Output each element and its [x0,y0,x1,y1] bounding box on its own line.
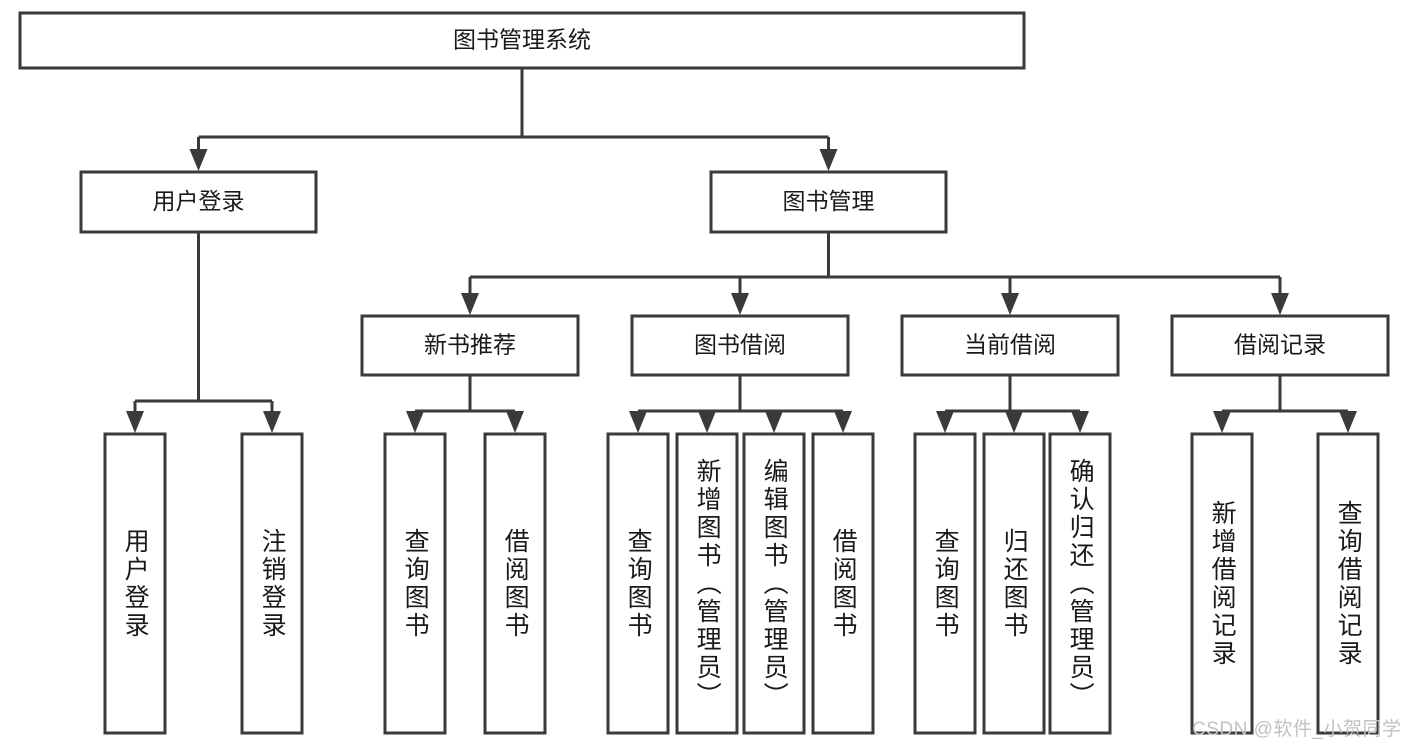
node-box-leaf-query-book-1 [383,432,447,735]
node-box-leaf-user-login [103,432,167,735]
arrow-head-icon-leaf-borrow-book-2 [834,411,852,433]
node-box-root [18,11,1026,70]
node-label-book-borrow: 图书借阅 [694,332,786,358]
arrow-head-icon-leaf-confirm-return [1071,411,1089,433]
node-box-new-book-rec [360,314,580,377]
node-label-new-book-rec: 新书推荐 [424,332,516,358]
node-box-current-borrow [900,314,1120,377]
arrow-head-icon-current-borrow [1001,293,1019,315]
node-box-user-login [79,170,318,234]
node-label-user-login: 用户登录 [153,188,245,214]
node-box-leaf-user-logout [240,432,304,735]
node-box-leaf-add-book [675,432,739,735]
arrow-head-icon-leaf-borrow-book-1 [506,411,524,433]
node-label-book-manage: 图书管理 [783,188,875,214]
node-box-leaf-query-record [1316,432,1380,735]
arrow-head-icon-leaf-edit-book [765,411,783,433]
node-box-leaf-confirm-return [1048,432,1112,735]
arrow-head-icon-leaf-add-book [698,411,716,433]
arrow-head-icon-book-manage [819,149,838,171]
node-box-leaf-edit-book [742,432,806,735]
arrow-head-icon-user-login [189,149,208,171]
node-box-leaf-query-book-2 [606,432,670,735]
node-label-current-borrow: 当前借阅 [964,332,1056,358]
arrow-head-icon-leaf-add-record [1213,411,1231,433]
node-box-leaf-borrow-book-2 [811,432,875,735]
connector-lines [126,68,1357,433]
node-box-leaf-return-book [982,432,1046,735]
node-box-leaf-add-record [1190,432,1254,735]
node-box-borrow-record [1170,314,1390,377]
watermark-text: CSDN @软件_小贺同学 [1192,719,1402,740]
node-box-book-borrow [630,314,850,377]
arrow-head-icon-leaf-query-book-2 [629,411,647,433]
arrow-head-icon-book-borrow [731,293,749,315]
arrow-head-icon-leaf-query-book-1 [406,411,424,433]
arrow-head-icon-leaf-query-record [1339,411,1357,433]
arrow-head-icon-leaf-user-logout [263,411,281,433]
node-label-root: 图书管理系统 [453,27,591,53]
arrow-head-icon-leaf-user-login [126,411,144,433]
arrow-head-icon-borrow-record [1271,293,1289,315]
node-label-borrow-record: 借阅记录 [1234,332,1326,358]
arrow-head-icon-leaf-query-book-3 [936,411,954,433]
node-boxes [18,11,1390,735]
node-box-book-manage [709,170,948,234]
node-box-leaf-borrow-book-1 [483,432,547,735]
node-box-leaf-query-book-3 [913,432,977,735]
arrow-head-icon-leaf-return-book [1005,411,1023,433]
arrow-head-icon-new-book-rec [461,293,479,315]
